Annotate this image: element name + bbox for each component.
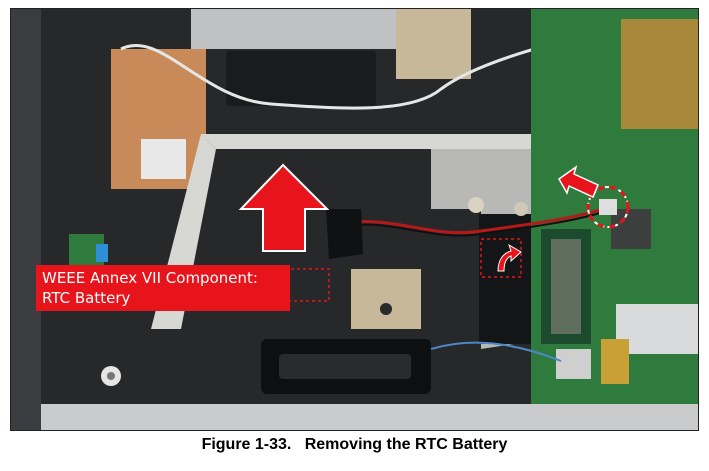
up-arrow-icon — [238, 163, 330, 252]
curved-arrow-icon — [497, 243, 522, 272]
diagonal-arrow-icon — [558, 165, 599, 199]
figure-caption: Figure 1-33. Removing the RTC Battery — [0, 436, 709, 454]
figure-title: Removing the RTC Battery — [304, 436, 508, 453]
weee-callout: WEEE Annex VII Component: RTC Battery — [36, 265, 290, 311]
figure-number: Figure 1-33. — [201, 436, 292, 453]
callout-line-1: WEEE Annex VII Component: — [42, 269, 258, 287]
laptop-photo — [10, 8, 699, 431]
tape-highlight-box — [480, 238, 522, 278]
rtc-wire — [340, 207, 604, 235]
rtc-battery — [326, 209, 363, 259]
battery-highlight-box — [278, 268, 330, 302]
callout-line-2: RTC Battery — [42, 289, 131, 307]
foil-tape — [396, 9, 471, 79]
chassis-edge — [11, 404, 698, 430]
ribbon-cable — [201, 134, 611, 149]
